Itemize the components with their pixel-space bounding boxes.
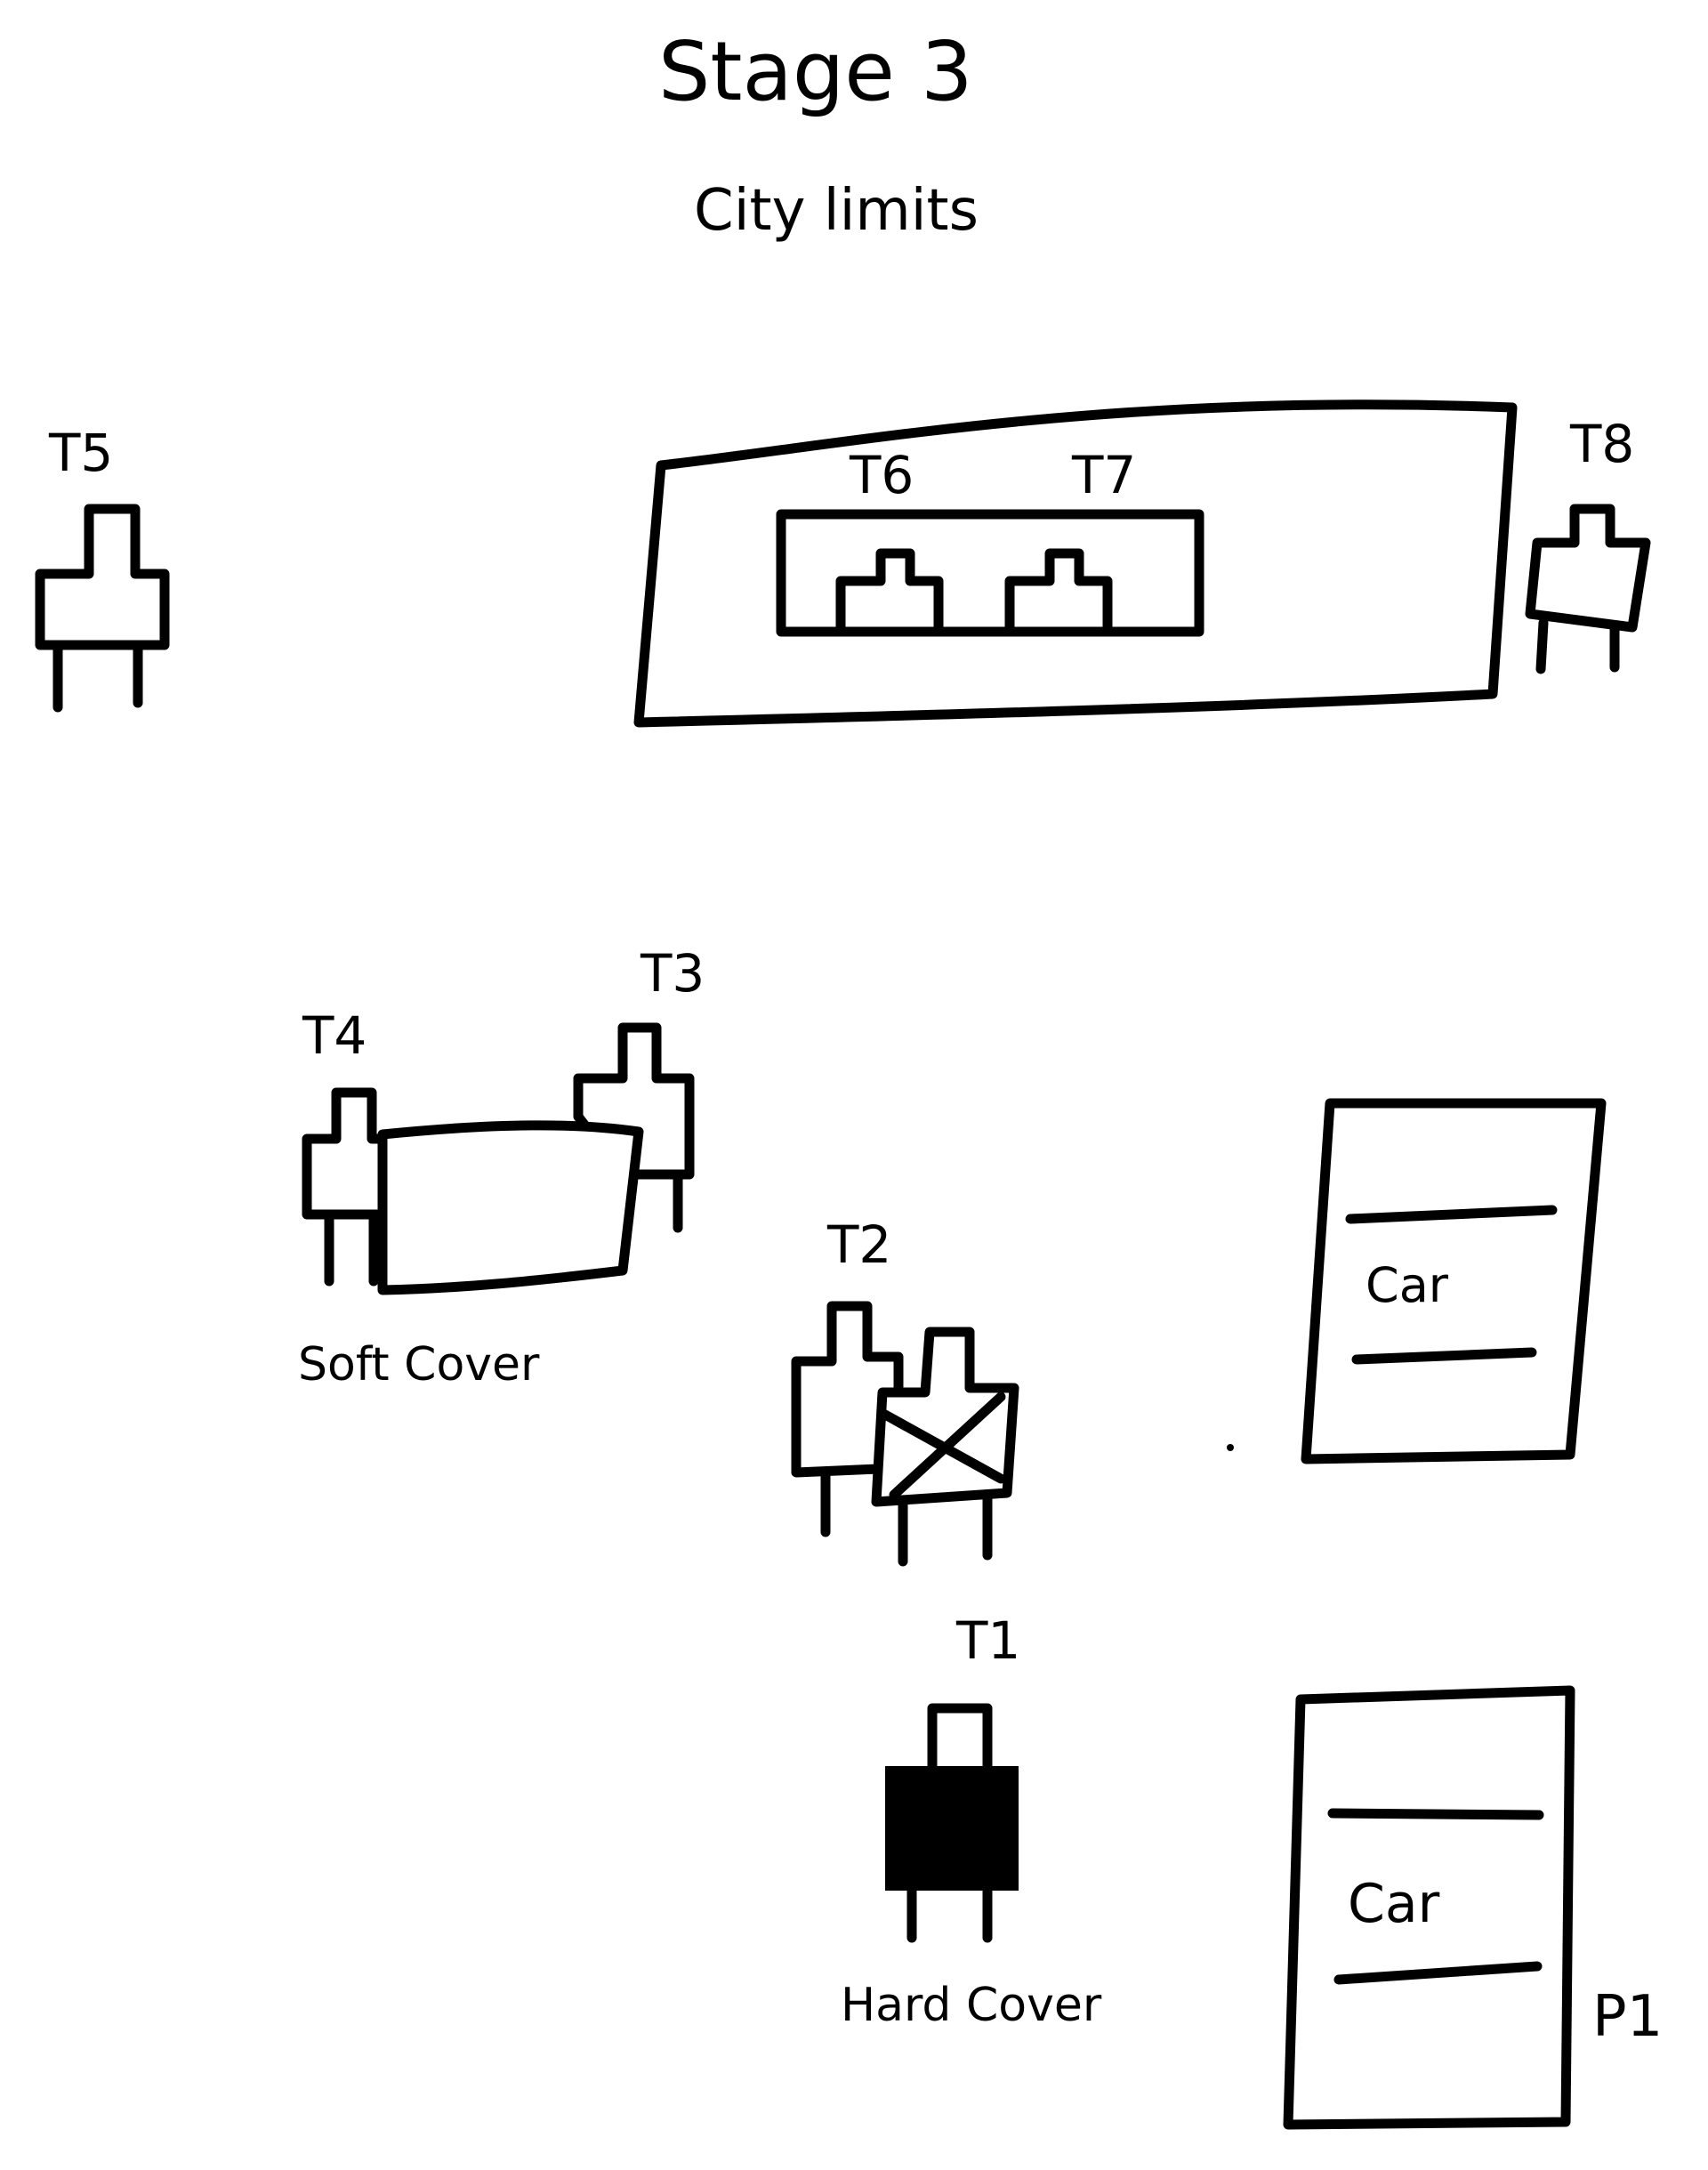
- label-t2: T2: [827, 1214, 892, 1275]
- hard-cover-block: [885, 1766, 1019, 1891]
- car-1: [1301, 1098, 1607, 1464]
- car-2-label: Car: [1348, 1873, 1440, 1935]
- label-t5: T5: [49, 423, 114, 483]
- label-t6: T6: [850, 445, 914, 505]
- no-shoot-target-icon: [871, 1327, 1019, 1567]
- shooter-position-label: P1: [1592, 1984, 1664, 2050]
- label-t7: T7: [1072, 445, 1137, 505]
- window-building: [633, 399, 1518, 728]
- car-1-label: Car: [1366, 1257, 1448, 1313]
- soft-cover: [377, 1120, 644, 1295]
- label-t8: T8: [1570, 414, 1635, 474]
- target-t3-icon: [573, 1022, 695, 1233]
- target-t1-icon: [885, 1703, 1019, 1943]
- stage-subtitle: City limits: [694, 178, 979, 244]
- target-t6-icon: [835, 548, 944, 635]
- car-2: [1283, 1685, 1575, 2130]
- label-t4: T4: [302, 1005, 367, 1066]
- target-t7-icon: [1004, 548, 1113, 635]
- hard-cover-label: Hard Cover: [841, 1979, 1102, 2032]
- stray-mark: [1227, 1444, 1234, 1451]
- stage-title: Stage 3: [658, 24, 973, 119]
- soft-cover-label: Soft Cover: [298, 1338, 540, 1392]
- window-opening: [776, 509, 1204, 637]
- target-t8-icon: [1525, 504, 1651, 674]
- target-t5-icon: [35, 504, 170, 713]
- label-t3: T3: [640, 943, 705, 1004]
- label-t1: T1: [956, 1610, 1021, 1671]
